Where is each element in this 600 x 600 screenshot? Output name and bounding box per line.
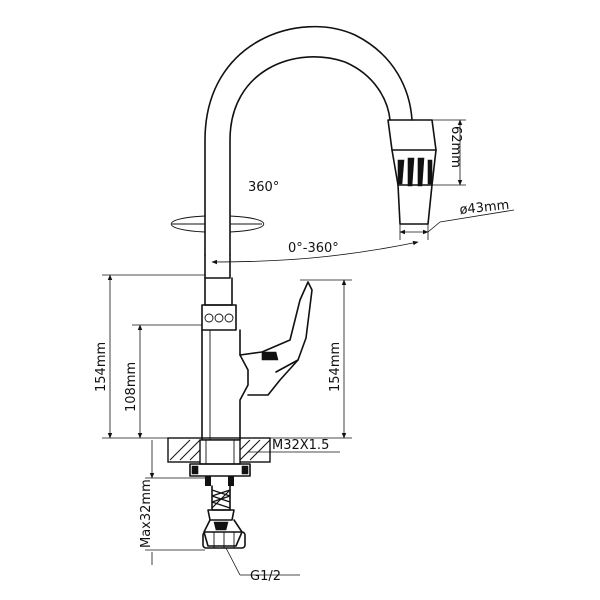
mounting-plate	[167, 437, 271, 486]
dim-aerator-diameter: ø43mm	[399, 198, 515, 240]
aerator-height-label: 62mm	[448, 126, 463, 168]
spout	[204, 25, 413, 256]
spout-swivel-label: 0°-360°	[288, 241, 339, 256]
dim-max-length: Max32mm	[139, 440, 205, 565]
rotation-top-label: 360°	[248, 180, 279, 195]
total-height-right-label: 154mm	[328, 342, 343, 392]
handle-height-label: 108mm	[124, 362, 139, 412]
aerator-head	[387, 119, 437, 225]
dim-handle-height: 108mm	[124, 324, 202, 439]
dim-thread: M32X1.5	[248, 438, 340, 453]
supply-hose	[211, 485, 231, 511]
max-length-label: Max32mm	[139, 479, 154, 548]
connector-label: G1/2	[250, 569, 281, 584]
rotation-indicator-top: 360°	[171, 180, 279, 233]
dim-total-height-right: 154mm	[270, 279, 352, 439]
dim-aerator-height: 62mm	[432, 119, 466, 186]
dim-spout-swivel: 0°-360°	[211, 240, 419, 265]
thread-label: M32X1.5	[272, 438, 329, 453]
dim-connector: G1/2	[225, 547, 300, 584]
faucet-body	[201, 254, 249, 441]
aerator-diameter-label: ø43mm	[459, 198, 510, 218]
total-height-left-label: 154mm	[94, 342, 109, 392]
dim-total-height-left: 154mm	[94, 274, 205, 439]
hose-connector	[202, 509, 246, 549]
faucet-handle	[239, 281, 313, 396]
